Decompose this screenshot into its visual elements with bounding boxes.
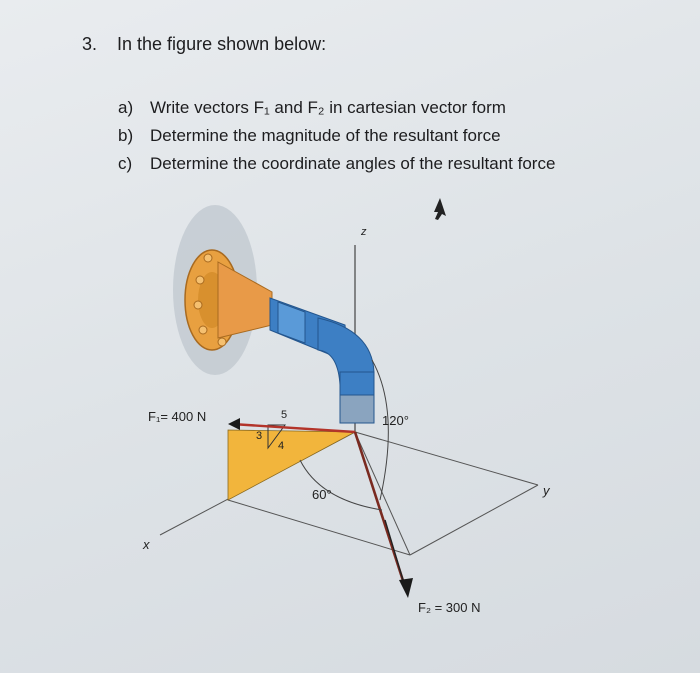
slope-4-label: 4 xyxy=(278,440,285,452)
part-b: b) Determine the magnitude of the resulta… xyxy=(118,122,555,150)
bolt xyxy=(193,300,203,310)
bolt xyxy=(203,253,213,263)
question-header: 3. In the figure shown below: xyxy=(82,34,326,55)
axis-x-label: x xyxy=(143,537,150,552)
plane-diag xyxy=(354,431,411,556)
bolt xyxy=(195,275,205,285)
part-letter: b) xyxy=(118,126,134,145)
pipe-end-cap xyxy=(339,394,375,424)
plane-edge-bottom xyxy=(227,499,411,556)
axis-y-label: y xyxy=(543,483,550,498)
part-letter: c) xyxy=(118,154,133,173)
part-text: Determine the magnitude of the resultant… xyxy=(150,126,501,145)
part-c: c) Determine the coordinate angles of the… xyxy=(118,150,555,178)
slope-5-label: 5 xyxy=(281,409,288,421)
f2-vector-lower xyxy=(384,519,407,591)
angle-60-arc xyxy=(299,459,383,511)
mouse-cursor-icon xyxy=(434,198,446,220)
plane-edge-right xyxy=(409,484,539,556)
part-text: Write vectors F₁ and F₂ in cartesian vec… xyxy=(150,98,506,117)
f2-label: F₂ = 300 N xyxy=(418,600,481,615)
axis-z-label: z xyxy=(361,226,367,238)
question-text: In the figure shown below: xyxy=(117,34,327,54)
question-number: 3. xyxy=(82,34,98,54)
pipe-coupling xyxy=(277,301,306,344)
angle-120-arc xyxy=(371,359,389,501)
f1-arrowhead xyxy=(228,418,240,430)
part-letter: a) xyxy=(118,98,134,117)
angle-120-label: 120° xyxy=(382,413,409,428)
part-text: Determine the coordinate angles of the r… xyxy=(150,154,556,173)
f1-vector xyxy=(231,422,356,434)
y-axis-line xyxy=(354,431,539,486)
f1-label: F₁= 400 N xyxy=(148,409,207,424)
f2-arrowhead xyxy=(399,578,413,598)
bolt xyxy=(198,325,208,335)
question-parts: a) Write vectors F₁ and F₂ in cartesian v… xyxy=(118,94,555,178)
part-a: a) Write vectors F₁ and F₂ in cartesian v… xyxy=(118,94,555,122)
slope-triangle xyxy=(267,424,286,450)
bolt xyxy=(217,337,227,347)
f1-component-triangle xyxy=(227,429,357,501)
slope-3-label: 3 xyxy=(256,430,263,442)
angle-60-label: 60° xyxy=(312,487,332,502)
